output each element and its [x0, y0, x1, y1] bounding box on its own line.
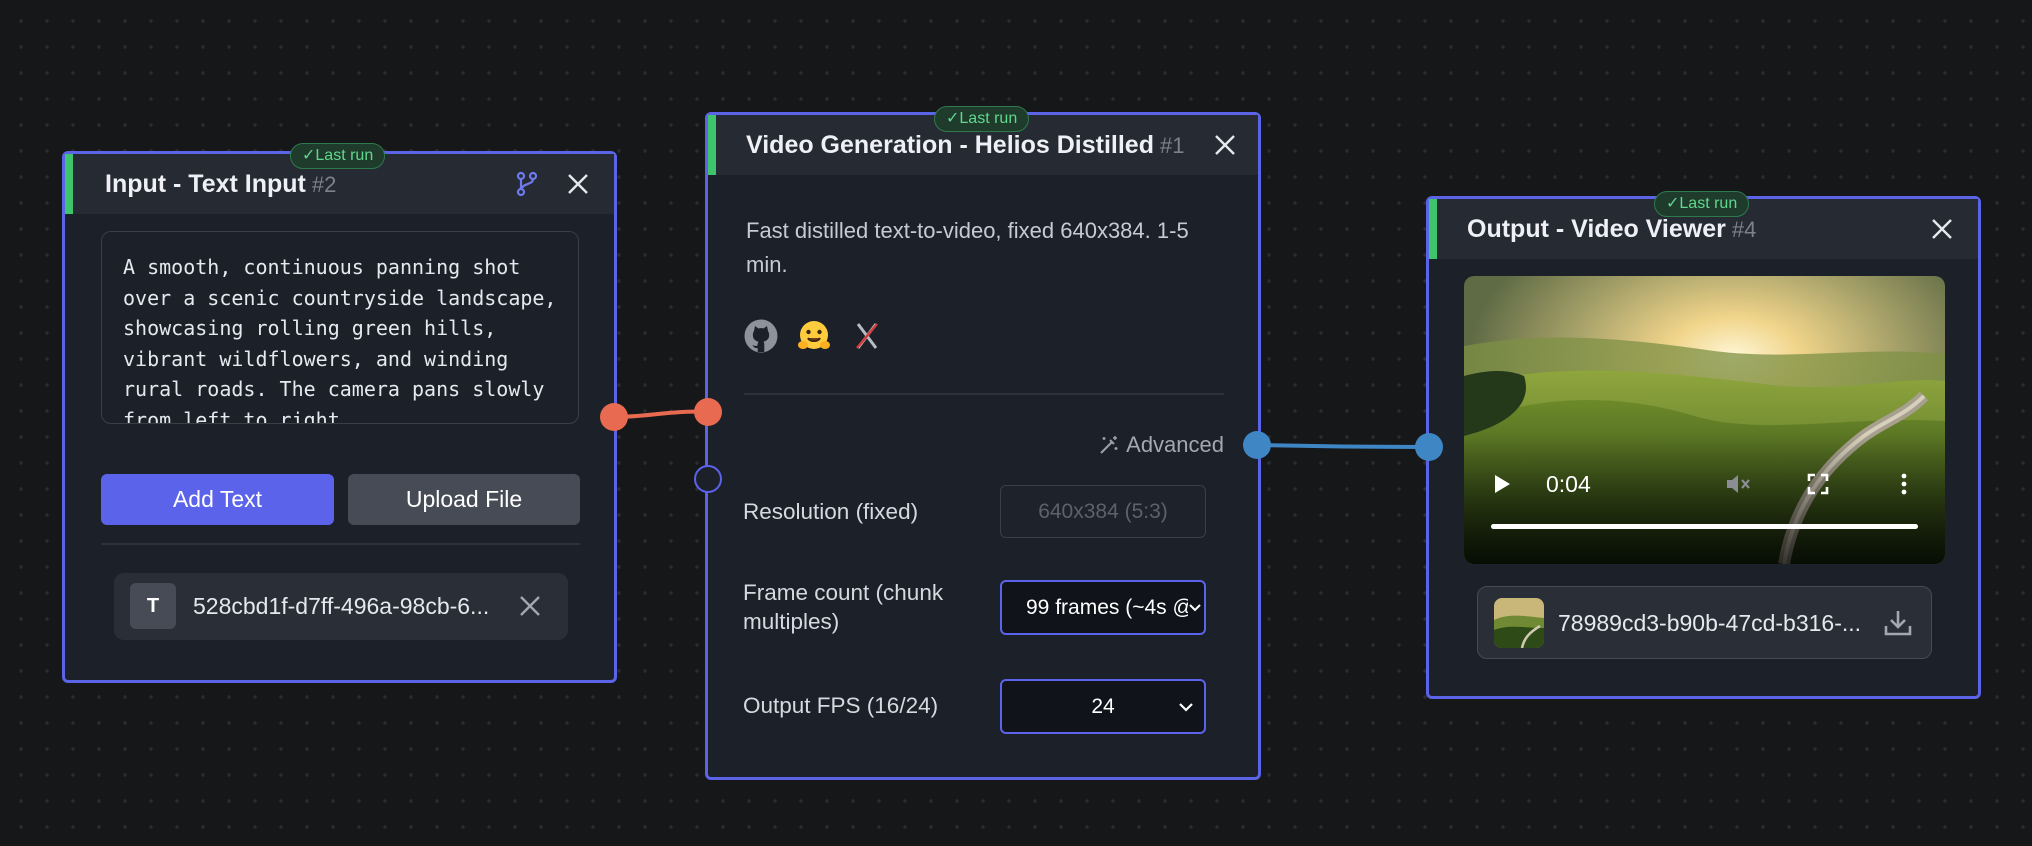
image-input-port[interactable]	[694, 465, 722, 493]
advanced-label: Advanced	[1126, 432, 1224, 457]
text-input-port[interactable]	[694, 398, 722, 426]
close-icon[interactable]	[1930, 217, 1954, 241]
add-text-button[interactable]: Add Text	[101, 474, 334, 525]
text-item-name: 528cbd1f-d7ff-496a-98cb-6...	[193, 593, 490, 619]
download-icon[interactable]	[1883, 608, 1913, 638]
output-file-chip[interactable]: 78989cd3-b90b-47cd-b316-...	[1477, 586, 1932, 659]
text-type-badge: T	[130, 583, 176, 629]
fullscreen-icon[interactable]	[1806, 472, 1830, 496]
prompt-textarea[interactable]: A smooth, continuous panning shot over a…	[101, 231, 579, 424]
video-progress-track[interactable]	[1491, 524, 1918, 529]
magic-wand-icon	[1098, 434, 1120, 456]
video-frame	[1464, 276, 1945, 564]
node-title: Input - Text Input#2	[105, 169, 337, 198]
node-number: #4	[1731, 216, 1757, 242]
advanced-toggle[interactable]: Advanced	[1098, 432, 1224, 458]
video-time: 0:04	[1546, 471, 1591, 497]
fps-select[interactable]: 24	[1000, 679, 1206, 734]
last-run-badge: ✓Last run	[934, 106, 1030, 132]
upload-file-button[interactable]: Upload File	[348, 474, 580, 525]
node-number: #1	[1159, 132, 1185, 158]
node-title: Video Generation - Helios Distilled#1	[746, 130, 1185, 159]
video-output-port[interactable]	[1243, 431, 1271, 459]
fps-value: 24	[1091, 694, 1115, 718]
chevron-down-icon	[1176, 697, 1196, 717]
node-title: Output - Video Viewer#4	[1467, 214, 1757, 243]
close-icon[interactable]	[566, 172, 590, 196]
input-text-node[interactable]: Input - Text Input#2 A smooth, continuou…	[62, 151, 617, 683]
divider	[744, 393, 1224, 395]
node-description: Fast distilled text-to-video, fixed 640x…	[746, 218, 1189, 277]
video-wire	[1256, 443, 1430, 449]
video-thumbnail	[1494, 598, 1544, 648]
last-run-badge: ✓Last run	[1654, 191, 1750, 217]
close-icon[interactable]	[1213, 133, 1237, 157]
arxiv-disabled-icon[interactable]	[849, 318, 885, 354]
output-file-name: 78989cd3-b90b-47cd-b316-...	[1558, 610, 1862, 636]
divider	[101, 543, 580, 545]
chevron-down-icon	[1188, 597, 1202, 618]
fps-label: Output FPS (16/24)	[743, 693, 939, 718]
more-options-icon[interactable]	[1892, 472, 1916, 496]
github-icon[interactable]	[743, 318, 779, 354]
video-progress-fill	[1491, 524, 1918, 529]
frame-count-label: Frame count (chunk multiples)	[743, 580, 944, 634]
resolution-label: Resolution (fixed)	[743, 499, 919, 524]
huggingface-icon[interactable]	[796, 318, 832, 354]
frame-count-select[interactable]: 99 frames (~4s @	[1000, 580, 1206, 635]
node-header[interactable]: Output - Video Viewer#4	[1429, 199, 1978, 259]
video-generation-node[interactable]: Video Generation - Helios Distilled#1 Fa…	[705, 112, 1261, 780]
frame-count-value: 99 frames (~4s @	[1026, 595, 1194, 619]
mute-icon[interactable]	[1724, 471, 1752, 497]
remove-item-icon[interactable]	[518, 594, 542, 618]
branch-icon[interactable]	[514, 171, 538, 197]
resolution-select: 640x384 (5:3)	[1000, 485, 1206, 538]
video-viewer-node[interactable]: Output - Video Viewer#4	[1426, 196, 1981, 699]
node-number: #2	[311, 171, 337, 197]
last-run-badge: ✓Last run	[290, 143, 386, 169]
text-item-chip[interactable]: T 528cbd1f-d7ff-496a-98cb-6...	[114, 573, 568, 640]
video-player[interactable]: 0:04	[1464, 276, 1945, 564]
play-icon[interactable]	[1491, 472, 1513, 496]
video-input-port[interactable]	[1415, 433, 1443, 461]
text-output-port[interactable]	[600, 403, 628, 431]
